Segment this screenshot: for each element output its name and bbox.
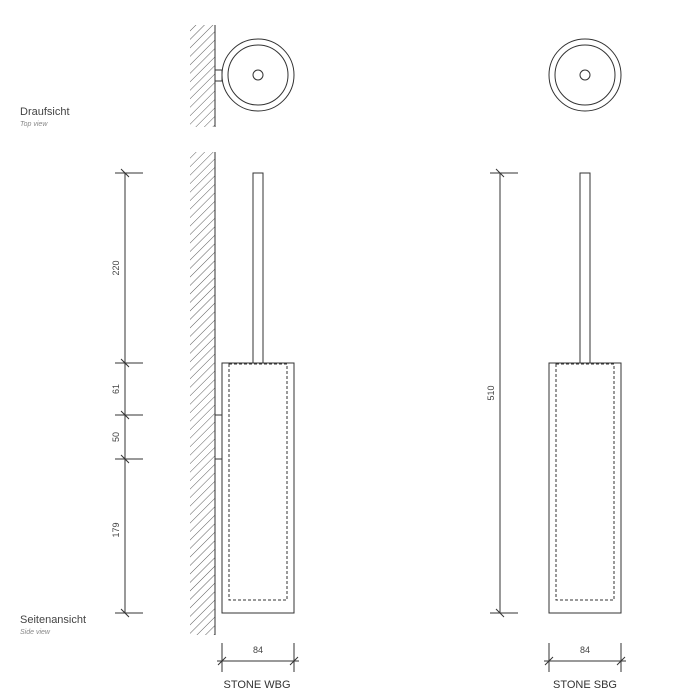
holder-insert-dashed [228,363,288,601]
dim-61: 61 [111,384,121,394]
wall-hatch-top [190,25,216,127]
holder-top-outer [221,38,295,112]
brush-handle-sbg [579,172,591,364]
dim-179: 179 [111,522,121,537]
product-name-wbg: STONE WBG [223,679,291,691]
dim-510: 510 [486,385,496,400]
dim-50: 50 [111,432,121,442]
dim-220: 220 [111,260,121,275]
wall-bracket-top [214,69,223,82]
brush-handle-top [252,69,264,81]
top-view-label-en: Top view [20,121,48,128]
dimension-width-sbg [544,643,626,672]
top-view-label: Draufsicht [20,106,70,118]
holder-top-inner [227,44,289,106]
dimension-tick-slash [120,358,130,368]
wall-hatch-side [190,152,216,635]
holder-body [221,362,295,614]
product-name-sbg: STONE SBG [553,679,617,691]
dimension-tick-slash [120,168,130,178]
side-view-label-en: Side view [20,629,50,636]
dimension-vertical-wbg [115,168,143,618]
dim-width-wbg: 84 [253,645,263,655]
wall-bracket-side [215,414,223,460]
dimension-vertical-sbg [490,168,518,618]
brush-handle [252,172,264,364]
holder-body-sbg [548,362,622,614]
dim-width-sbg: 84 [580,645,590,655]
holder-top-inner-sbg [554,44,616,106]
side-view-label: Seitenansicht [20,614,87,626]
holder-top-outer-sbg [548,38,622,112]
dimension-tick-slash [120,608,130,618]
dimension-width-wbg [217,643,299,672]
dimension-tick-slash [120,454,130,464]
holder-insert-dashed-sbg [555,363,615,601]
brush-handle-top-sbg [579,69,591,81]
dimension-tick-slash [120,410,130,420]
